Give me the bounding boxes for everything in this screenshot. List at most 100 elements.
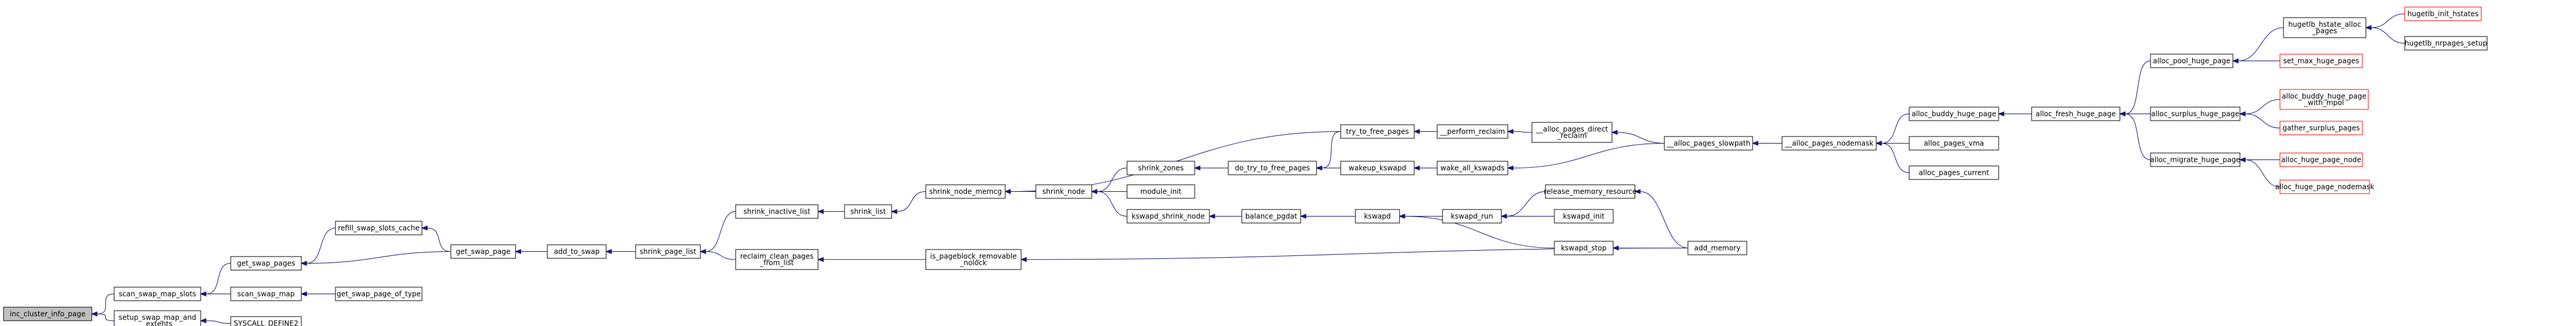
function-node-box[interactable] xyxy=(114,310,201,326)
function-node-box[interactable] xyxy=(2279,179,2370,194)
function-node-box[interactable] xyxy=(1442,209,1502,224)
function-node[interactable]: shrink_page_list xyxy=(635,244,701,259)
function-node-box[interactable] xyxy=(925,249,1022,270)
function-node[interactable]: shrink_node xyxy=(1035,184,1092,199)
function-node-box[interactable] xyxy=(844,204,892,219)
function-node-box[interactable] xyxy=(735,204,819,219)
function-node-box[interactable] xyxy=(2279,121,2363,135)
function-node[interactable]: get_swap_pages xyxy=(230,256,302,271)
function-node[interactable]: wakeup_kswapd xyxy=(1340,161,1415,175)
function-node-box[interactable] xyxy=(635,244,701,259)
function-node-box[interactable] xyxy=(230,316,302,326)
function-node-box[interactable] xyxy=(1126,209,1210,224)
function-node[interactable]: __alloc_pages_slowpath xyxy=(1664,136,1753,151)
function-node[interactable]: shrink_list xyxy=(844,204,892,219)
function-node[interactable]: hugetlb_nrpages_setup xyxy=(2404,36,2488,51)
function-node[interactable]: kswapd_run xyxy=(1442,209,1502,224)
function-node[interactable]: scan_swap_map_slots xyxy=(114,287,201,301)
function-node[interactable]: alloc_huge_page_node xyxy=(2279,152,2363,167)
function-node[interactable]: alloc_surplus_huge_page xyxy=(2150,107,2241,121)
function-node[interactable]: inc_cluster_info_page xyxy=(3,307,92,321)
function-node-box[interactable] xyxy=(925,184,1006,199)
function-node[interactable]: scan_swap_map xyxy=(230,287,302,301)
function-node-box[interactable] xyxy=(230,287,302,301)
function-node-box[interactable] xyxy=(1909,136,1999,151)
function-node[interactable]: kswapd_shrink_node xyxy=(1126,209,1210,224)
function-node[interactable]: add_to_swap xyxy=(547,244,607,259)
function-node[interactable]: kswapd xyxy=(1355,209,1400,224)
function-node-box[interactable] xyxy=(2031,107,2120,121)
function-node-box[interactable] xyxy=(2150,54,2233,68)
function-node[interactable]: hugetlb_init_hstates xyxy=(2404,6,2482,21)
function-node[interactable]: reclaim_clean_pages_from_list xyxy=(735,249,819,270)
function-node-box[interactable] xyxy=(1909,107,1999,121)
function-node[interactable]: get_swap_page xyxy=(450,244,516,259)
function-node-box[interactable] xyxy=(3,307,92,321)
function-node-box[interactable] xyxy=(1437,124,1508,139)
function-node[interactable]: wake_all_kswapds xyxy=(1437,161,1508,175)
function-node-box[interactable] xyxy=(1554,241,1614,255)
function-node-box[interactable] xyxy=(1531,122,1613,143)
function-node[interactable]: alloc_buddy_huge_page xyxy=(1909,107,1999,121)
function-node-box[interactable] xyxy=(114,287,201,301)
function-node[interactable]: alloc_buddy_huge_page_with_mpol xyxy=(2279,89,2369,110)
function-node-box[interactable] xyxy=(1664,136,1753,151)
function-node-box[interactable] xyxy=(1355,209,1400,224)
function-node[interactable]: shrink_node_memcg xyxy=(925,184,1006,199)
function-node-box[interactable] xyxy=(1781,136,1877,151)
function-node-box[interactable] xyxy=(735,249,819,270)
function-node[interactable]: __alloc_pages_nodemask xyxy=(1781,136,1877,151)
function-node[interactable]: __alloc_pages_direct_reclaim xyxy=(1531,122,1613,143)
function-node[interactable]: get_swap_page_of_type xyxy=(335,287,423,301)
function-node-box[interactable] xyxy=(335,221,423,235)
function-node-box[interactable] xyxy=(1228,161,1317,175)
function-node[interactable]: alloc_migrate_huge_page xyxy=(2150,152,2241,167)
function-node[interactable]: alloc_pages_vma xyxy=(1909,136,1999,151)
function-node[interactable]: do_try_to_free_pages xyxy=(1228,161,1317,175)
function-node[interactable]: alloc_huge_page_nodemask xyxy=(2275,179,2374,194)
function-node-box[interactable] xyxy=(1687,241,1747,255)
function-node[interactable]: is_pageblock_removable_nolock xyxy=(925,249,1022,270)
function-node-box[interactable] xyxy=(1126,184,1195,199)
function-node-box[interactable] xyxy=(2283,17,2366,38)
function-node-box[interactable] xyxy=(2150,107,2241,121)
function-node-box[interactable] xyxy=(1909,165,1999,180)
function-node[interactable]: release_memory_resource xyxy=(1544,184,1637,199)
function-node[interactable]: alloc_fresh_huge_page xyxy=(2031,107,2120,121)
function-node-box[interactable] xyxy=(2404,6,2482,21)
function-node-box[interactable] xyxy=(1554,209,1614,224)
function-node[interactable]: SYSCALL_DEFINE2 xyxy=(230,316,302,326)
function-node-box[interactable] xyxy=(2279,54,2363,68)
function-node-box[interactable] xyxy=(1340,124,1415,139)
function-node-box[interactable] xyxy=(2279,89,2369,110)
function-node[interactable]: setup_swap_map_and_extents xyxy=(114,310,201,326)
function-node-box[interactable] xyxy=(2150,152,2241,167)
function-node-box[interactable] xyxy=(1035,184,1092,199)
function-node[interactable]: try_to_free_pages xyxy=(1340,124,1415,139)
function-node-box[interactable] xyxy=(1340,161,1415,175)
function-node[interactable]: __perform_reclaim xyxy=(1437,124,1508,139)
function-node-box[interactable] xyxy=(230,256,302,271)
function-node-box[interactable] xyxy=(2279,152,2363,167)
function-node-box[interactable] xyxy=(1126,161,1195,175)
function-node-box[interactable] xyxy=(2404,36,2488,51)
function-node-box[interactable] xyxy=(450,244,516,259)
function-node[interactable]: kswapd_stop xyxy=(1554,241,1614,255)
function-node[interactable]: hugetlb_hstate_alloc_pages xyxy=(2283,17,2366,38)
function-node[interactable]: add_memory xyxy=(1687,241,1747,255)
function-node-box[interactable] xyxy=(547,244,607,259)
function-node[interactable]: balance_pgdat xyxy=(1241,209,1301,224)
function-node[interactable]: shrink_zones xyxy=(1126,161,1195,175)
function-node-box[interactable] xyxy=(1545,184,1636,199)
function-node[interactable]: gather_surplus_pages xyxy=(2279,121,2363,135)
function-node-box[interactable] xyxy=(1437,161,1508,175)
function-node[interactable]: alloc_pages_current xyxy=(1909,165,1999,180)
function-node-box[interactable] xyxy=(335,287,423,301)
function-node[interactable]: alloc_pool_huge_page xyxy=(2150,54,2233,68)
function-node[interactable]: shrink_inactive_list xyxy=(735,204,819,219)
function-node[interactable]: kswapd_init xyxy=(1554,209,1614,224)
function-node[interactable]: set_max_huge_pages xyxy=(2279,54,2363,68)
function-node[interactable]: module_init xyxy=(1126,184,1195,199)
function-node[interactable]: refill_swap_slots_cache xyxy=(335,221,423,235)
function-node-box[interactable] xyxy=(1241,209,1301,224)
